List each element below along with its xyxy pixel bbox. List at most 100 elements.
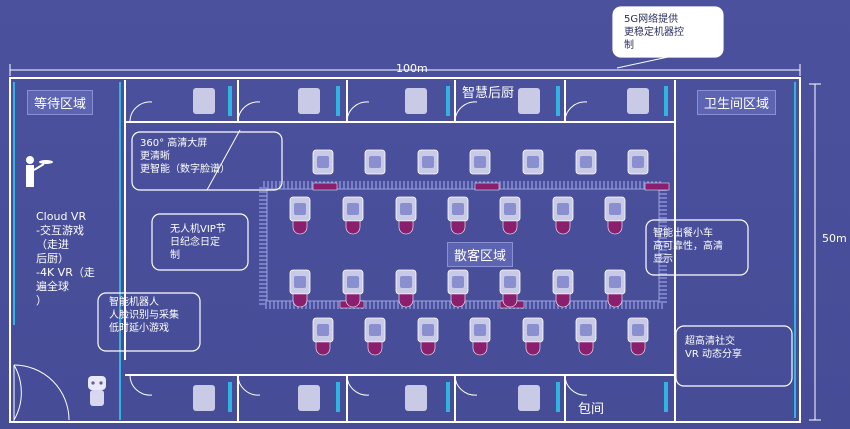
screen-callout-pointer: [206, 129, 241, 191]
dining-seat: [450, 293, 466, 308]
bottom-room-table: [193, 385, 215, 411]
dining-seat: [555, 293, 571, 308]
dining-seat: [555, 220, 571, 235]
top-room-screen: [556, 86, 560, 116]
dining-table-center: [504, 276, 516, 288]
dining-table-center: [632, 156, 644, 168]
bottom-room-door: [237, 374, 261, 396]
dining-table-center: [317, 156, 329, 168]
private-room-label: 包间: [578, 402, 605, 417]
top-room-door: [129, 101, 153, 123]
dining-table-center: [580, 324, 592, 336]
dining-table-center: [369, 324, 381, 336]
top-room-screen: [664, 86, 668, 116]
dining-table-center: [452, 203, 464, 215]
social-callout: [675, 325, 793, 387]
dining-zone-label: 散客区域: [447, 242, 514, 267]
dining-table-center: [527, 324, 539, 336]
waiting-zone-label: 等待区域: [27, 90, 94, 115]
height-dimension-label: 50m: [822, 232, 847, 245]
track-station: [474, 182, 500, 191]
dining-seat: [398, 293, 414, 308]
top-room-door: [564, 101, 588, 123]
bottom-room-screen: [446, 382, 450, 412]
top-room-screen: [228, 86, 232, 116]
dining-table-center: [557, 203, 569, 215]
screen-callout-text: 360° 高清大屏 更清晰 更智能（数字脸谱）: [140, 138, 230, 175]
bottom-room-door: [564, 374, 588, 396]
dining-seat: [398, 220, 414, 235]
top-room-table: [405, 88, 427, 114]
dining-seat: [525, 341, 541, 356]
robot-eye: [99, 381, 103, 385]
social-callout-text: 超高清社交 VR 动态分享: [685, 336, 742, 360]
dining-table-center: [422, 156, 434, 168]
robot-callout: [97, 292, 201, 352]
robot-body: [90, 390, 104, 406]
waiter-arm: [33, 163, 45, 171]
top-room-door: [454, 101, 478, 123]
bottom-room-screen: [664, 382, 668, 412]
waiting-door: [13, 364, 22, 422]
dining-seat: [450, 220, 466, 235]
dining-table-center: [347, 276, 359, 288]
dining-seat: [578, 341, 594, 356]
track-station: [312, 182, 338, 191]
dining-seat: [502, 293, 518, 308]
dining-table-center: [400, 276, 412, 288]
dining-table-center: [294, 276, 306, 288]
waiter-body: [26, 165, 34, 187]
top-room-table: [298, 88, 320, 114]
dining-table-center: [474, 156, 486, 168]
bottom-room-table: [405, 385, 427, 411]
robot-head: [88, 376, 106, 390]
drone-callout: [151, 213, 249, 271]
dining-seat: [630, 341, 646, 356]
bottom-room-door: [346, 374, 370, 396]
dining-seat: [292, 293, 308, 308]
dining-table-center: [369, 156, 381, 168]
dining-table-center: [474, 324, 486, 336]
dining-seat: [345, 293, 361, 308]
top-room-table: [518, 88, 540, 114]
bottom-room-screen: [336, 382, 340, 412]
top-room-table: [193, 88, 215, 114]
track-station: [644, 182, 670, 191]
top-room-screen: [336, 86, 340, 116]
dining-table-center: [609, 276, 621, 288]
bottom-room-screen: [228, 382, 232, 412]
top-room-door: [346, 101, 370, 123]
robot-eye: [91, 381, 95, 385]
dining-table-center: [609, 203, 621, 215]
bottom-room-table: [518, 385, 540, 411]
dining-table-center: [294, 203, 306, 215]
dining-seat: [607, 220, 623, 235]
network-callout-text: 5G网络提供 更稳定机器控 制: [624, 14, 684, 51]
outer-wall: [9, 77, 801, 423]
dining-table-center: [422, 324, 434, 336]
screen-callout: [131, 131, 283, 191]
dining-table-center: [632, 324, 644, 336]
waiter-tray: [39, 160, 53, 164]
waiting-door-arc: [13, 364, 70, 421]
cloud-vr-text: Cloud VR -交互游戏 （走进 后厨） -4K VR（走 遍全球 ）: [36, 210, 95, 307]
dining-seat: [472, 341, 488, 356]
dining-table-center: [317, 324, 329, 336]
dining-table-center: [452, 276, 464, 288]
network-callout: [612, 6, 724, 58]
dining-seat: [315, 341, 331, 356]
dining-table-center: [557, 276, 569, 288]
top-room-screen: [446, 86, 450, 116]
robot-callout-text: 智能机器人 人脸识别与采集 低时延小游戏: [109, 297, 179, 334]
dining-seat: [345, 220, 361, 235]
waiter-head: [26, 156, 34, 164]
top-room-table: [627, 88, 649, 114]
dining-table-center: [527, 156, 539, 168]
dining-table-center: [347, 203, 359, 215]
dining-table-center: [504, 203, 516, 215]
dining-seat: [420, 341, 436, 356]
top-room-door: [237, 101, 261, 123]
cart-callout: [645, 219, 749, 276]
